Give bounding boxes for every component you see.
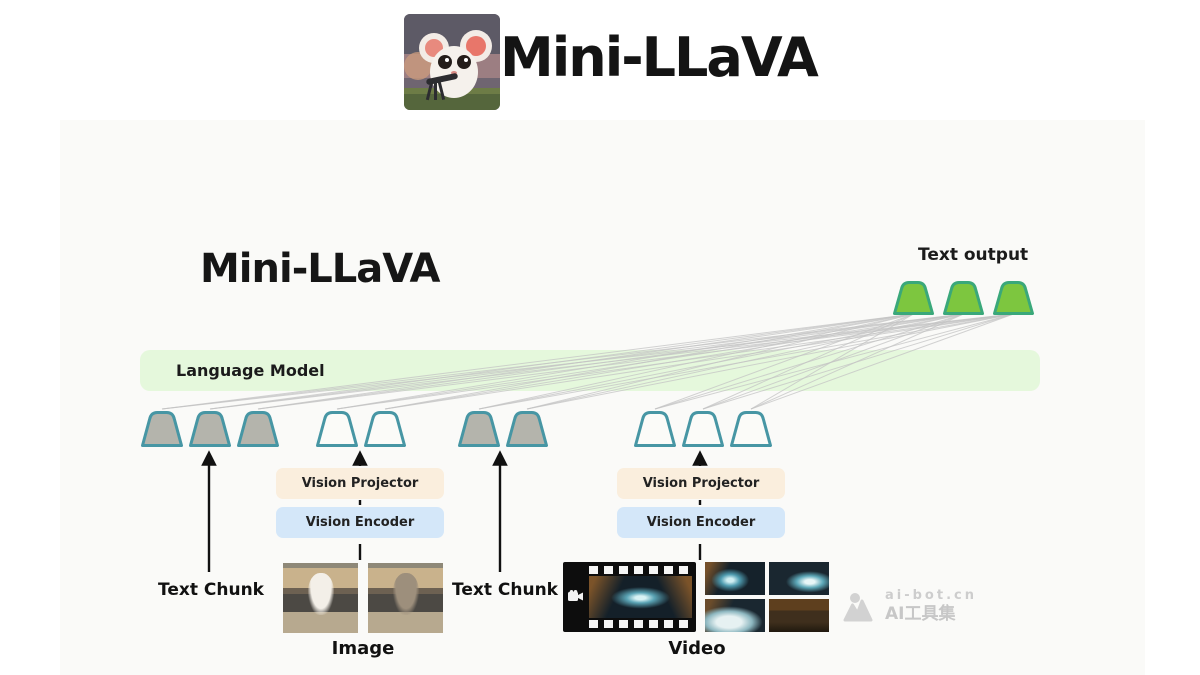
- mouse-logo-art: [404, 14, 500, 110]
- watermark-text: ai-bot.cn AI工具集: [885, 588, 977, 626]
- image-thumbnail-monkey: [368, 563, 443, 633]
- vision-encoder-box-2: Vision Encoder: [617, 507, 785, 538]
- vision-projector-label-1: Vision Projector: [301, 476, 419, 491]
- language-model-bar: Language Model: [140, 350, 1040, 391]
- header-title: Mini-LLaVA: [500, 26, 819, 89]
- vision-encoder-label-2: Vision Encoder: [646, 515, 756, 530]
- video-frame-3: [705, 599, 765, 632]
- mouse-logo: [404, 14, 500, 110]
- connection-lines-and-arrows: [161, 313, 1014, 572]
- video-filmstrip: [563, 562, 696, 632]
- image-thumbnail-dog: [283, 563, 358, 633]
- filmstrip-perforations-bottom: [589, 620, 692, 628]
- diagram-title: Mini-LLaVA: [200, 246, 440, 292]
- text-chunk-label-1: Text Chunk: [158, 580, 264, 600]
- vision-encoder-label-1: Vision Encoder: [305, 515, 415, 530]
- diagram-canvas: Mini-LLaVA Text output Language Model Vi…: [60, 120, 1145, 675]
- watermark: ai-bot.cn AI工具集: [843, 588, 977, 626]
- text-chunk-label-2: Text Chunk: [452, 580, 558, 600]
- vision-projector-label-2: Vision Projector: [642, 476, 760, 491]
- watermark-site: ai-bot.cn: [885, 588, 977, 603]
- video-frame-grid: [705, 562, 829, 632]
- video-frame-2: [769, 562, 829, 595]
- watermark-logo-icon: [843, 592, 873, 622]
- image-label: Image: [331, 638, 395, 659]
- filmstrip-frame: [589, 576, 692, 618]
- video-frame-1: [705, 562, 765, 595]
- vision-projector-box-2: Vision Projector: [617, 468, 785, 499]
- filmstrip-perforations-top: [589, 566, 692, 574]
- video-label: Video: [668, 638, 726, 659]
- watermark-name: AI工具集: [885, 604, 956, 625]
- text-output-label: Text output: [918, 245, 1029, 265]
- video-camera-icon: [568, 590, 583, 601]
- vision-projector-box-1: Vision Projector: [276, 468, 444, 499]
- video-frame-4: [769, 599, 829, 632]
- header: Mini-LLaVA: [0, 0, 1200, 120]
- language-model-label: Language Model: [176, 361, 325, 380]
- vision-encoder-box-1: Vision Encoder: [276, 507, 444, 538]
